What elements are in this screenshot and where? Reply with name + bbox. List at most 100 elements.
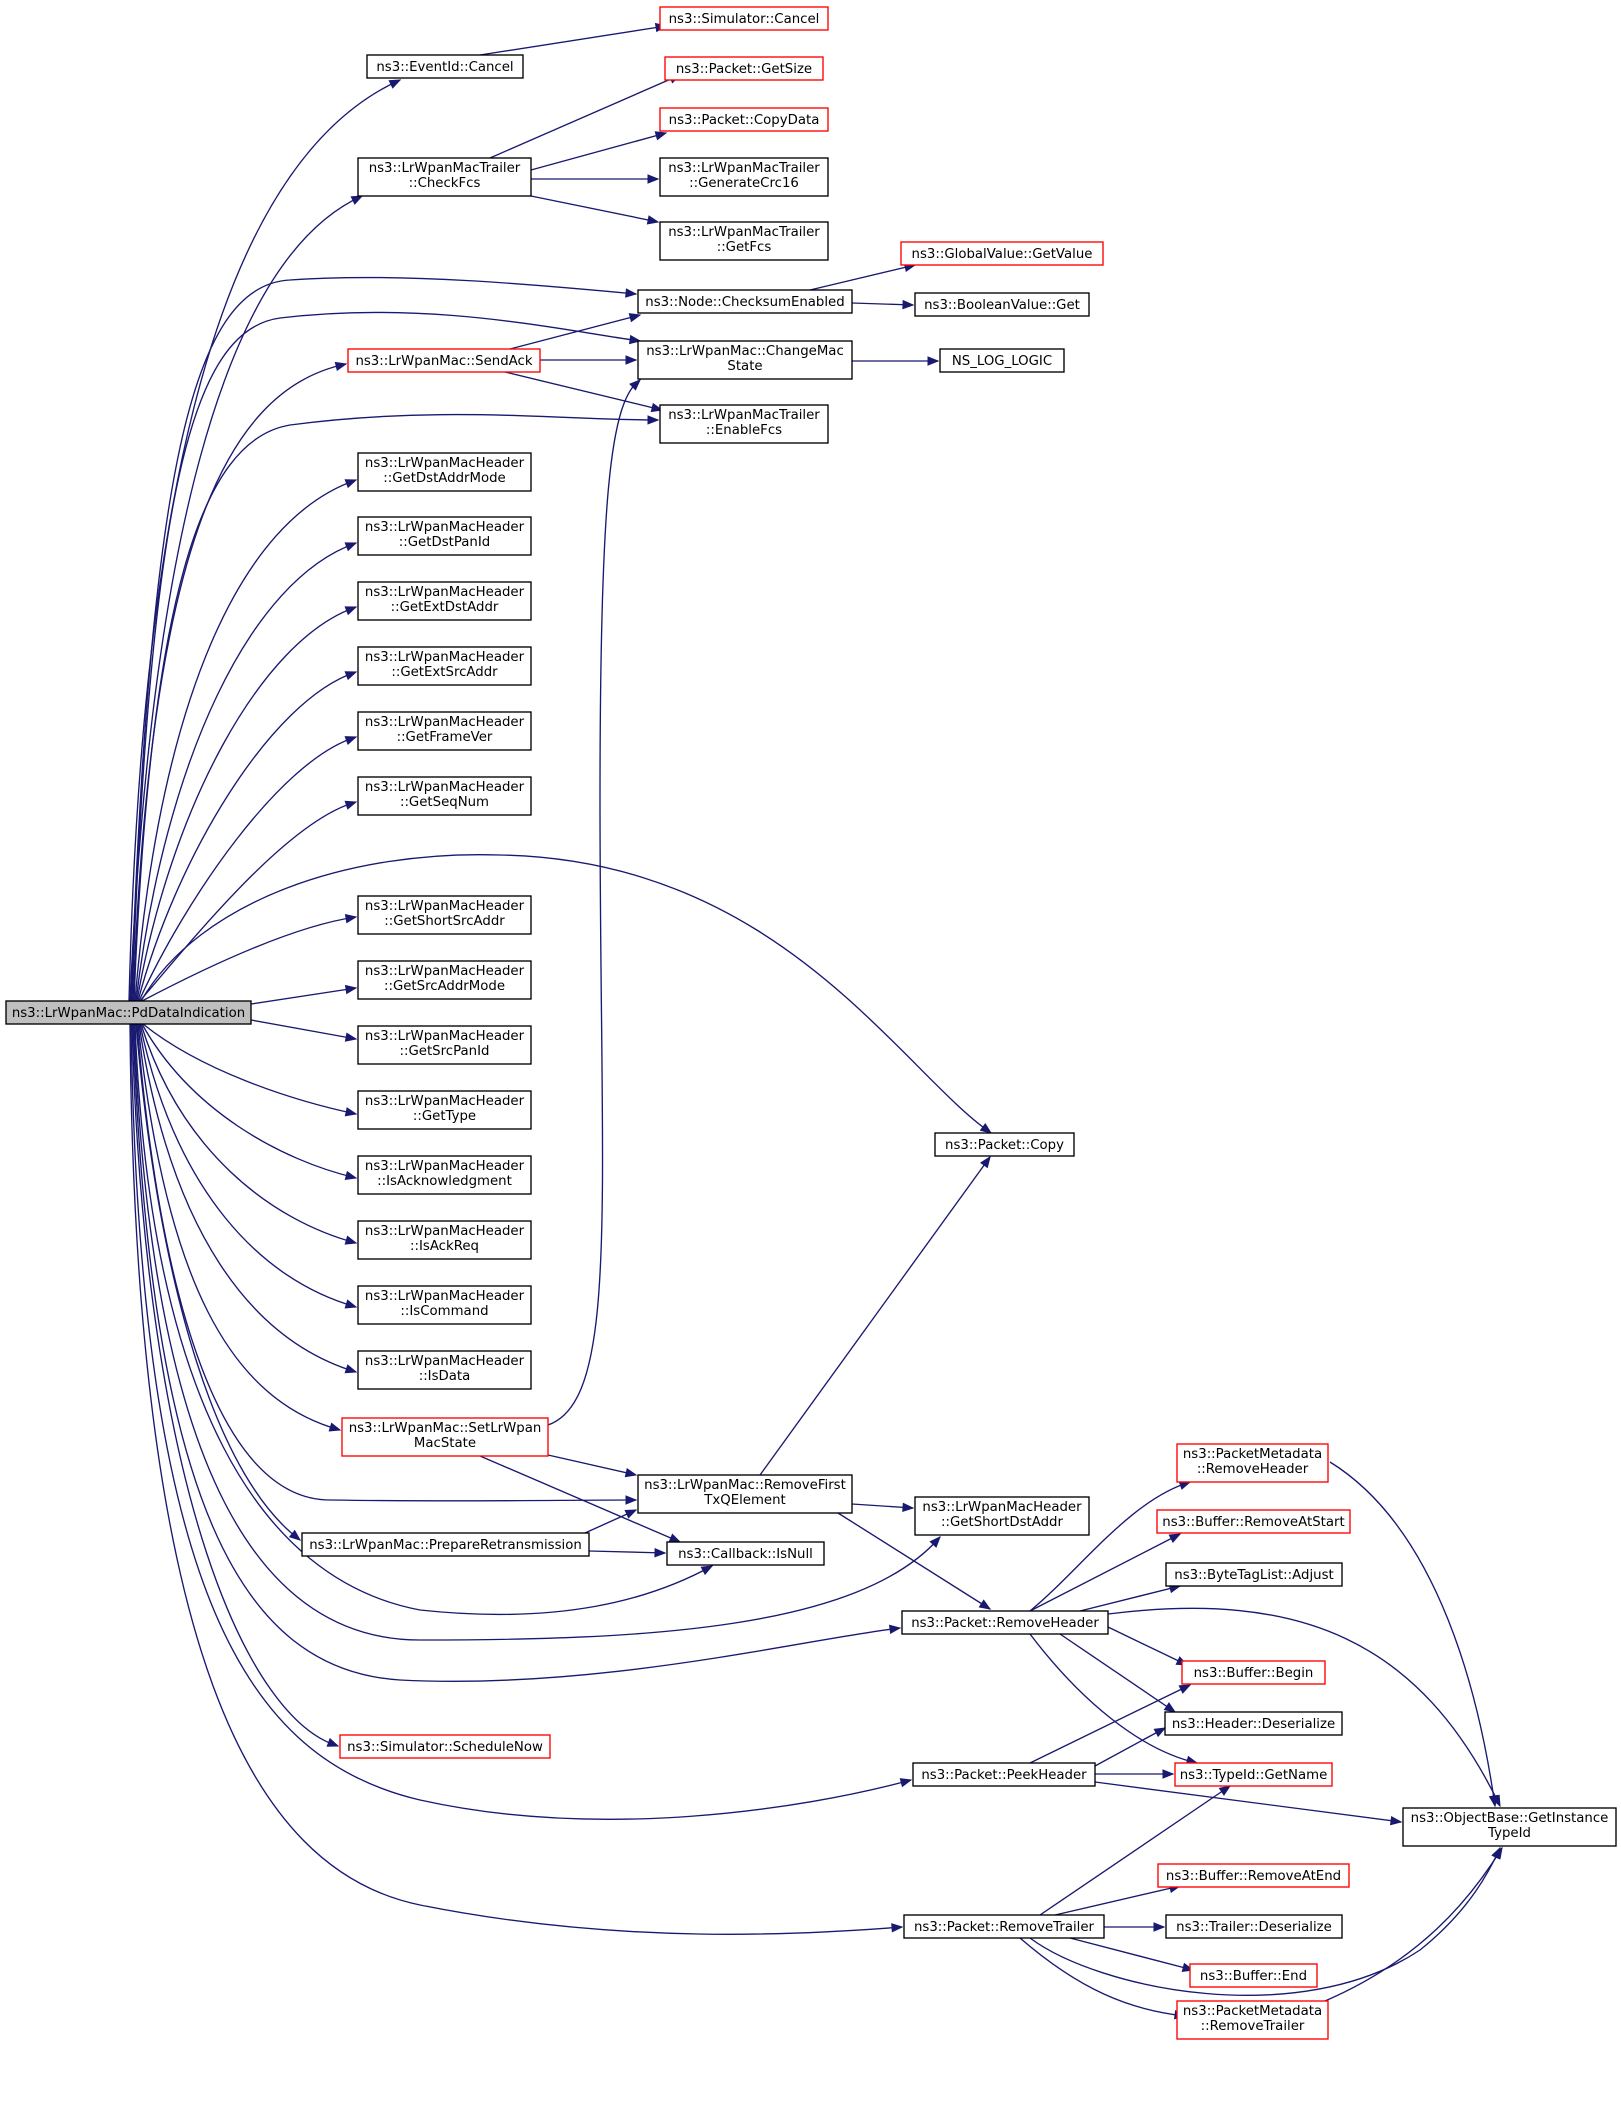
node-getfcs[interactable]: ns3::LrWpanMacTrailer::GetFcs bbox=[659, 221, 829, 261]
node-h-getframever[interactable]: ns3::LrWpanMacHeader::GetFrameVer bbox=[357, 711, 532, 751]
edge-pm_removeheader-to-ob_getinstancetypeid bbox=[1329, 1461, 1499, 1808]
node-h-getseqnum[interactable]: ns3::LrWpanMacHeader::GetSeqNum bbox=[357, 776, 532, 816]
edge-line bbox=[140, 853, 992, 1134]
edge-removefirsttxq-to-h_getshortdstaddr bbox=[851, 1502, 915, 1513]
node-h-iscommand[interactable]: ns3::LrWpanMacHeader::IsCommand bbox=[357, 1285, 532, 1325]
node-box bbox=[357, 452, 532, 492]
edge-line bbox=[1069, 1937, 1194, 1971]
edge-arrowhead bbox=[1488, 1794, 1499, 1808]
edge-line bbox=[129, 195, 363, 1002]
node-pm-removetrailer[interactable]: ns3::PacketMetadata::RemoveTrailer bbox=[1176, 2000, 1329, 2040]
node-bool-get[interactable]: ns3::BooleanValue::Get bbox=[914, 292, 1090, 317]
node-h-getextsrcaddr[interactable]: ns3::LrWpanMacHeader::GetExtSrcAddr bbox=[357, 646, 532, 686]
edge-arrowhead bbox=[624, 1468, 638, 1478]
node-enablefcs[interactable]: ns3::LrWpanMacTrailer::EnableFcs bbox=[659, 404, 829, 444]
node-label: ::GetSeqNum bbox=[400, 795, 489, 810]
node-h-getdstaddrmode[interactable]: ns3::LrWpanMacHeader::GetDstAddrMode bbox=[357, 452, 532, 492]
node-label: ::IsAckReq bbox=[410, 1239, 479, 1254]
node-pm-removeheader[interactable]: ns3::PacketMetadata::RemoveHeader bbox=[1176, 1443, 1329, 1483]
edge-line bbox=[530, 195, 659, 223]
node-typeid-getname[interactable]: ns3::TypeId::GetName bbox=[1174, 1762, 1333, 1787]
edge-arrowhead bbox=[700, 1565, 714, 1576]
node-h-getdstpanid[interactable]: ns3::LrWpanMacHeader::GetDstPanId bbox=[357, 516, 532, 556]
node-prepareretrans[interactable]: ns3::LrWpanMac::PrepareRetransmission bbox=[301, 1532, 590, 1557]
edge-arrowhead bbox=[902, 299, 915, 310]
node-h-getshortdstaddr[interactable]: ns3::LrWpanMacHeader::GetShortDstAddr bbox=[914, 1496, 1090, 1536]
edge-arrowhead bbox=[979, 1122, 993, 1134]
node-box bbox=[934, 1132, 1075, 1157]
node-h-getsrcaddrmode[interactable]: ns3::LrWpanMacHeader::GetSrcAddrMode bbox=[357, 960, 532, 1000]
node-pkt-copy[interactable]: ns3::Packet::Copy bbox=[934, 1132, 1075, 1157]
node-ns-log-logic[interactable]: NS_LOG_LOGIC bbox=[939, 348, 1065, 373]
edge-pkt_removeheader-to-hdr_deserialize bbox=[1059, 1633, 1177, 1713]
node-label: ::GetDstPanId bbox=[399, 535, 490, 550]
edge-setlrwpanmacstate-to-changemacstate bbox=[547, 379, 641, 1426]
node-pkt-removeheader[interactable]: ns3::Packet::RemoveHeader bbox=[901, 1610, 1109, 1635]
node-box bbox=[914, 292, 1090, 317]
node-label: ns3::LrWpanMacTrailer bbox=[668, 161, 820, 176]
node-eventid-cancel[interactable]: ns3::EventId::Cancel bbox=[366, 54, 524, 79]
edge-arrowhead bbox=[288, 1529, 302, 1541]
node-label: ns3::LrWpanMac::RemoveFirst bbox=[644, 1478, 846, 1493]
node-label: ns3::LrWpanMac::ChangeMac bbox=[646, 344, 844, 359]
node-checkfcs[interactable]: ns3::LrWpanMacTrailer::CheckFcs bbox=[357, 157, 532, 197]
edge-pkt_peekheader-to-buf_begin bbox=[1029, 1684, 1192, 1764]
edge-arrowhead bbox=[899, 1778, 913, 1788]
edge-checkfcs-to-pkt_getsize bbox=[489, 74, 682, 159]
node-h-getextdstaddr[interactable]: ns3::LrWpanMacHeader::GetExtDstAddr bbox=[357, 581, 532, 621]
node-btl-adjust[interactable]: ns3::ByteTagList::Adjust bbox=[1165, 1562, 1343, 1587]
node-h-isack[interactable]: ns3::LrWpanMacHeader::IsAcknowledgment bbox=[357, 1155, 532, 1195]
node-box bbox=[357, 516, 532, 556]
node-hdr-deserialize[interactable]: ns3::Header::Deserialize bbox=[1164, 1711, 1343, 1736]
node-sim-cancel[interactable]: ns3::Simulator::Cancel bbox=[659, 6, 829, 31]
node-gv-getvalue[interactable]: ns3::GlobalValue::GetValue bbox=[900, 241, 1104, 266]
edge-arrowhead bbox=[902, 1502, 915, 1513]
node-h-getshortsrcaddr[interactable]: ns3::LrWpanMacHeader::GetShortSrcAddr bbox=[357, 895, 532, 935]
node-buf-removeatend[interactable]: ns3::Buffer::RemoveAtEnd bbox=[1157, 1863, 1350, 1888]
edge-line bbox=[133, 1023, 941, 1641]
node-pkt-getsize[interactable]: ns3::Packet::GetSize bbox=[664, 56, 824, 81]
node-label: ns3::TypeId::GetName bbox=[1180, 1768, 1328, 1783]
edge-line bbox=[135, 1023, 301, 1541]
node-pkt-removetrailer[interactable]: ns3::Packet::RemoveTrailer bbox=[903, 1914, 1105, 1939]
edge-arrowhead bbox=[647, 174, 660, 184]
node-label: ns3::PacketMetadata bbox=[1183, 2004, 1322, 2019]
edge-line bbox=[547, 1454, 637, 1476]
edge-line bbox=[135, 542, 357, 1002]
edge-root-to-eventid_cancel bbox=[128, 79, 402, 1002]
node-h-getsrcpanid[interactable]: ns3::LrWpanMacHeader::GetSrcPanId bbox=[357, 1025, 532, 1065]
node-gencrc16[interactable]: ns3::LrWpanMacTrailer::GenerateCrc16 bbox=[659, 157, 829, 197]
node-checksum-enabled[interactable]: ns3::Node::ChecksumEnabled bbox=[637, 289, 853, 314]
edge-line bbox=[809, 264, 916, 291]
edge-line bbox=[1029, 1481, 1191, 1612]
edge-arrowhead bbox=[326, 1737, 340, 1747]
node-sendack[interactable]: ns3::LrWpanMac::SendAck bbox=[347, 348, 541, 373]
edge-pkt_peekheader-to-ob_getinstancetypeid bbox=[1094, 1781, 1403, 1826]
edge-arrowhead bbox=[344, 671, 358, 681]
edge-root-to-h_getdstpanid bbox=[135, 542, 358, 1002]
node-label: ns3::Buffer::RemoveAtStart bbox=[1162, 1515, 1344, 1530]
node-h-isackreq[interactable]: ns3::LrWpanMacHeader::IsAckReq bbox=[357, 1220, 532, 1260]
node-cb-isnull[interactable]: ns3::Callback::IsNull bbox=[666, 1541, 825, 1566]
edge-line bbox=[250, 987, 357, 1005]
edge-arrowhead bbox=[344, 1032, 358, 1042]
node-h-isdata[interactable]: ns3::LrWpanMacHeader::IsData bbox=[357, 1350, 532, 1390]
edge-line bbox=[759, 1156, 991, 1476]
node-buf-begin[interactable]: ns3::Buffer::Begin bbox=[1181, 1660, 1326, 1685]
node-buf-removeatstart[interactable]: ns3::Buffer::RemoveAtStart bbox=[1156, 1509, 1351, 1534]
node-pkt-copydata[interactable]: ns3::Packet::CopyData bbox=[659, 107, 829, 132]
node-sim-schedulenow[interactable]: ns3::Simulator::ScheduleNow bbox=[339, 1734, 551, 1759]
edge-pkt_removeheader-to-buf_begin bbox=[1107, 1626, 1189, 1666]
node-buf-end[interactable]: ns3::Buffer::End bbox=[1189, 1963, 1318, 1988]
node-label: ::GetSrcAddrMode bbox=[384, 979, 505, 994]
node-box bbox=[1156, 1509, 1351, 1534]
node-h-gettype[interactable]: ns3::LrWpanMacHeader::GetType bbox=[357, 1090, 532, 1130]
edge-arrowhead bbox=[646, 215, 660, 225]
node-trl-deserialize[interactable]: ns3::Trailer::Deserialize bbox=[1165, 1914, 1343, 1939]
node-pkt-peekheader[interactable]: ns3::Packet::PeekHeader bbox=[912, 1762, 1096, 1787]
node-label: ns3::LrWpanMac::SetLrWpan bbox=[349, 1421, 542, 1436]
